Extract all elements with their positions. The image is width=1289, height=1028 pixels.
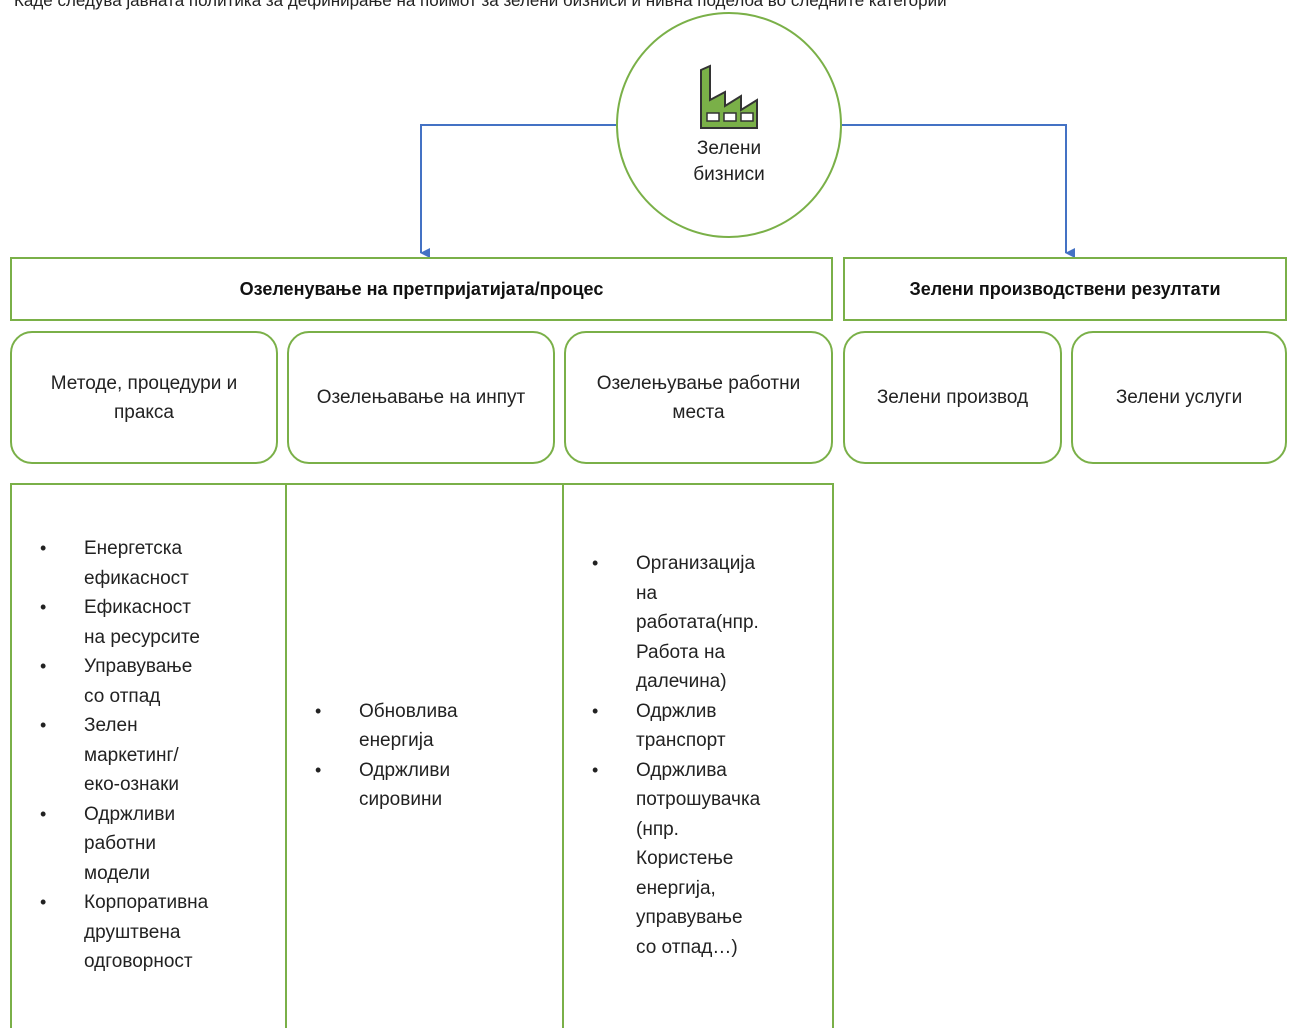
list-item: Одржливи работни модели — [12, 800, 204, 889]
list-item: Обновлива енергија — [287, 697, 479, 756]
header-left-label: Озеленување на претпријатијата/процес — [239, 278, 604, 299]
list-item: Управување со отпад — [12, 652, 204, 711]
list-input: Обновлива енергија Одржливи сировини — [287, 697, 479, 815]
list-item: Одржливи сировини — [287, 756, 479, 815]
category-methods: Методе, процедури и пракса — [10, 331, 278, 464]
arrow-left — [420, 124, 618, 258]
header-right: Зелени производствени резултати — [843, 257, 1287, 321]
category-product: Зелени производ — [843, 331, 1062, 464]
list-item: Енергетска ефикасност — [12, 534, 204, 593]
list-column-input: Обновлива енергија Одржливи сировини — [285, 483, 564, 1028]
list-workplaces: Организација на работата(нпр. Работа на … — [564, 549, 760, 963]
list-item: Корпоративна друштвена одговорност — [12, 888, 208, 977]
category-services: Зелени услуги — [1071, 331, 1287, 464]
factory-icon — [700, 64, 758, 129]
header-right-label: Зелени производствени резултати — [909, 278, 1221, 299]
category-input-label: Озелењавање на инпут — [316, 387, 526, 408]
category-input: Озелењавање на инпут — [287, 331, 555, 464]
list-item: Зелен маркетинг/еко-ознаки — [12, 711, 204, 800]
list-item: Организација на работата(нпр. Работа на … — [564, 549, 759, 697]
category-product-label: Зелени производ — [876, 387, 1029, 408]
list-item: Одржлив транспорт — [564, 697, 756, 756]
arrow-right — [842, 124, 1075, 258]
root-label-line1: Зелени — [696, 138, 762, 159]
top-text: Каде следува јавната политика за дефинир… — [14, 0, 947, 10]
list-column-methods: Енергетска ефикасност Ефикасност на ресу… — [10, 483, 287, 1028]
list-column-workplaces: Организација на работата(нпр. Работа на … — [562, 483, 834, 1028]
category-services-label: Зелени услуги — [1115, 387, 1243, 408]
header-left: Озеленување на претпријатијата/процес — [10, 257, 833, 321]
root-label: Зелени бизниси — [693, 136, 764, 188]
root-label-line2: бизниси — [693, 164, 765, 185]
list-frame-top-border — [10, 483, 834, 485]
category-workplaces: Озелењување работни места — [564, 331, 833, 464]
list-item: Ефикасност на ресурсите — [12, 593, 204, 652]
category-workplaces-label: Озелењување работни места — [596, 372, 801, 423]
category-methods-label: Методе, процедури и пракса — [50, 372, 238, 423]
root-node-green-businesses: Зелени бизниси — [616, 12, 842, 238]
list-methods: Енергетска ефикасност Ефикасност на ресу… — [12, 534, 208, 977]
list-item: Одржлива потрошувачка (нпр. Користење ен… — [564, 756, 760, 963]
